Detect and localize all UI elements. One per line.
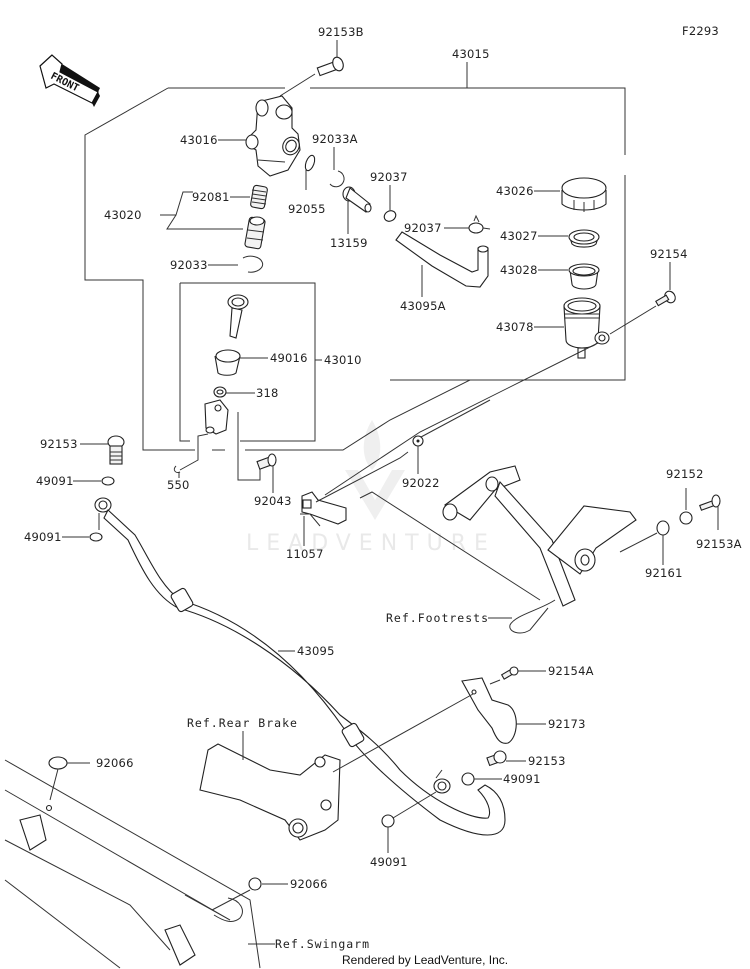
callout-49091-b: 49091 xyxy=(24,530,62,544)
callout-92081: 92081 xyxy=(192,190,230,204)
ref-rear-brake[interactable]: Ref.Rear Brake xyxy=(187,716,298,730)
callout-43026: 43026 xyxy=(496,184,534,198)
callout-92037-b: 92037 xyxy=(404,221,442,235)
bolt-92153b xyxy=(279,40,344,97)
washer-49091-c xyxy=(461,772,475,786)
nut-318-hole xyxy=(216,389,224,395)
rear-brake-caliper xyxy=(199,743,341,841)
callout-49091-c: 49091 xyxy=(503,772,541,786)
circlip-92033a xyxy=(329,170,345,188)
callout-43095A: 43095A xyxy=(400,299,446,313)
callout-92173: 92173 xyxy=(548,717,586,731)
callout-13159: 13159 xyxy=(330,236,368,250)
cotter-pin-550 xyxy=(173,465,181,473)
master-cylinder-body-43016 xyxy=(245,95,301,177)
callout-92043: 92043 xyxy=(254,494,292,508)
banjo-bolt-92153-lower xyxy=(486,750,507,767)
callout-92022: 92022 xyxy=(402,476,440,490)
watermark: LEADVENTURE xyxy=(246,420,496,556)
callout-92161: 92161 xyxy=(645,566,683,580)
dust-boot-49016 xyxy=(214,349,241,376)
bracket-11057 xyxy=(300,451,409,527)
ref-swingarm[interactable]: Ref.Swingarm xyxy=(275,937,370,951)
clevis xyxy=(179,399,261,481)
assembly-outline-43015 xyxy=(84,62,626,451)
callout-92153-lower: 92153 xyxy=(528,754,566,768)
washer-49091-a xyxy=(101,476,115,486)
diaphragm-43028 xyxy=(568,263,600,290)
piston xyxy=(244,216,266,250)
credit-text: Rendered by LeadVenture, Inc. xyxy=(342,953,508,967)
callout-92152: 92152 xyxy=(666,467,704,481)
callout-92066-lower: 92066 xyxy=(290,877,328,891)
washer-49091-d xyxy=(381,814,395,828)
grommet-92066-upper xyxy=(48,756,68,770)
clamp-92037-b xyxy=(468,214,491,234)
callout-92154: 92154 xyxy=(650,247,688,261)
grommet-hole xyxy=(45,804,53,812)
callout-92033: 92033 xyxy=(170,258,208,272)
callout-92066-upper: 92066 xyxy=(96,756,134,770)
callout-92154A: 92154A xyxy=(548,664,594,678)
callout-550: 550 xyxy=(167,478,190,492)
oring-92055 xyxy=(304,154,316,172)
callout-92153B: 92153B xyxy=(318,25,364,39)
circlip-92033 xyxy=(242,255,264,273)
clamp-92037-a xyxy=(383,210,397,222)
callout-43027: 43027 xyxy=(500,229,538,243)
grommet-92066-lower xyxy=(211,877,262,922)
callout-43020: 43020 xyxy=(104,208,142,222)
push-rod xyxy=(227,294,249,339)
reservoir-tank-43078 xyxy=(563,297,610,359)
callout-11057: 11057 xyxy=(286,547,324,561)
reservoir-cap-43026 xyxy=(561,177,607,212)
bolt-92154a xyxy=(489,666,519,685)
fitting-13159 xyxy=(342,186,372,213)
bolt-92154 xyxy=(324,290,676,496)
callout-43015: 43015 xyxy=(452,47,490,61)
callout-43078: 43078 xyxy=(496,320,534,334)
assembly-outline-43010 xyxy=(179,282,322,442)
callout-49091-a: 49091 xyxy=(36,474,74,488)
banjo-bolt-92153-upper xyxy=(107,435,125,465)
leader-92161-axis xyxy=(619,532,658,553)
callout-43028: 43028 xyxy=(500,263,538,277)
callout-43016: 43016 xyxy=(180,133,218,147)
leader-92022-axis xyxy=(420,399,491,438)
washer-92022-hole xyxy=(416,439,420,443)
watermark-text: LEADVENTURE xyxy=(246,531,496,556)
brake-hose-43095 xyxy=(94,497,506,836)
brake-pedal xyxy=(359,465,637,634)
reservoir-hose-43095a xyxy=(395,231,489,288)
bushing-92161 xyxy=(656,520,670,536)
callout-43010: 43010 xyxy=(324,353,362,367)
front-arrow-icon: FRONT xyxy=(39,54,100,107)
callout-92033A: 92033A xyxy=(312,132,358,146)
ref-footrests[interactable]: Ref.Footrests xyxy=(386,611,489,625)
figure-code: F2293 xyxy=(682,24,719,38)
callout-92037-a: 92037 xyxy=(370,170,408,184)
callout-92153A: 92153A xyxy=(696,537,742,551)
washer-49091-b xyxy=(89,532,103,542)
callout-49016: 49016 xyxy=(270,351,308,365)
leader-49091-d-axis xyxy=(392,791,437,819)
callout-43095: 43095 xyxy=(297,644,335,658)
callout-49091-d: 49091 xyxy=(370,855,408,869)
piston-assembly-43020 xyxy=(160,184,268,250)
bolt-92153a xyxy=(699,494,721,511)
callout-92055: 92055 xyxy=(288,202,326,216)
leader-92066-upper-axis xyxy=(49,768,59,801)
callout-92153-upper: 92153 xyxy=(40,437,78,451)
collar-92152 xyxy=(679,511,693,525)
spring-92081 xyxy=(250,184,268,210)
swingarm xyxy=(4,759,261,969)
diaphragm-plate-43027 xyxy=(568,229,600,248)
callout-318: 318 xyxy=(256,386,279,400)
pin-92043 xyxy=(256,453,277,470)
hose-clamp-92173 xyxy=(332,677,517,773)
